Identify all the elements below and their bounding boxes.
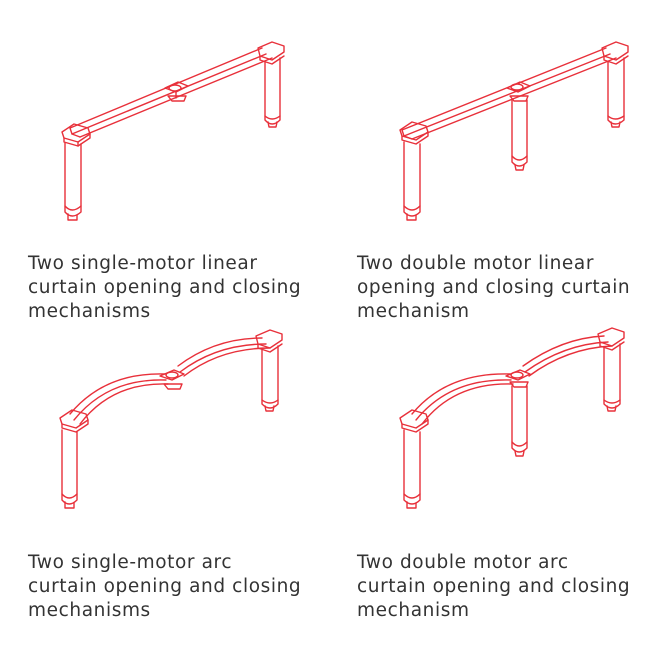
arc-double-track-illustration: [330, 320, 660, 520]
arc-single-track-illustration: [0, 320, 330, 520]
mechanism-caption: Two single-motor linear curtain opening …: [28, 253, 302, 322]
mechanism-caption: Two double motor linear opening and clos…: [357, 253, 631, 322]
mechanism-caption: Two single-motor arc curtain opening and…: [28, 552, 302, 621]
linear-double-track-illustration: [330, 0, 660, 240]
linear-single-track-illustration: [0, 0, 330, 240]
mechanism-caption: Two double motor arc curtain opening and…: [357, 552, 631, 621]
